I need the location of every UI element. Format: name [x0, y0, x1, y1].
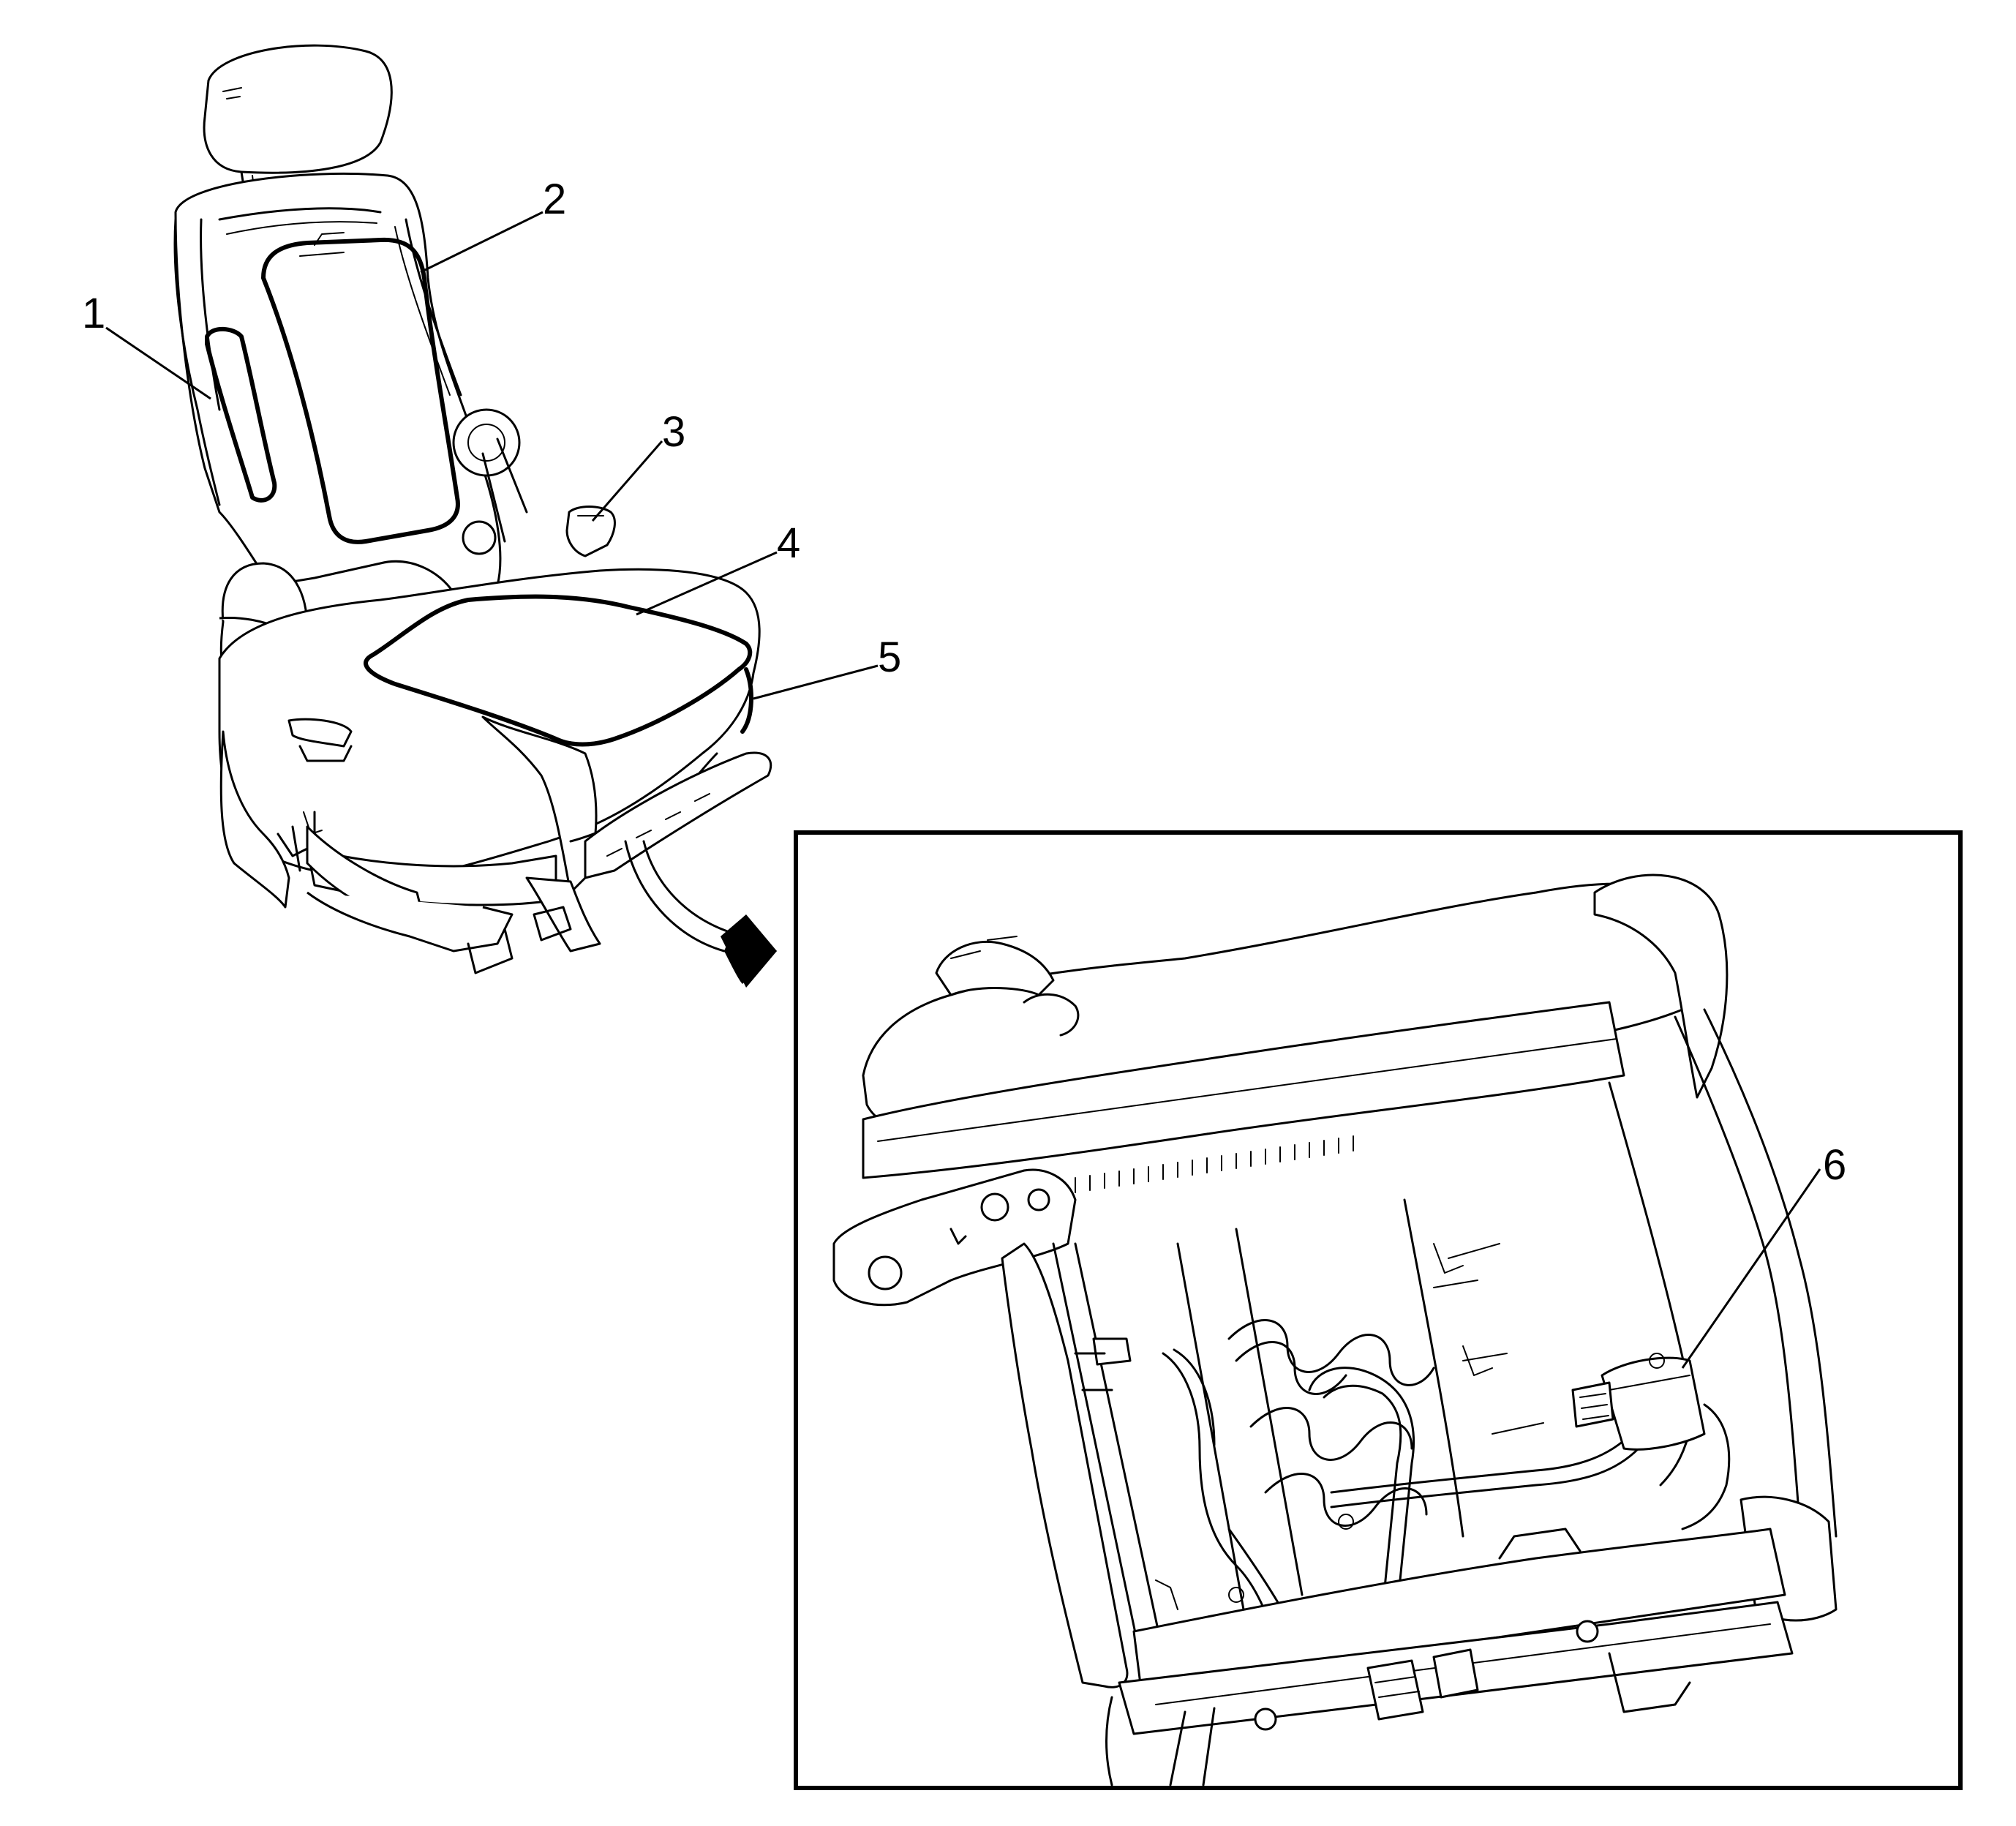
seat-back	[173, 172, 528, 594]
recline-lever	[565, 506, 616, 557]
seat-assembly	[173, 44, 772, 974]
callout-3: 3	[591, 408, 685, 522]
callout-5: 5	[753, 634, 901, 700]
svg-text:4: 4	[777, 519, 800, 567]
seat-cushion	[218, 562, 761, 923]
svg-text:5: 5	[878, 634, 901, 681]
callout-2: 2	[420, 176, 566, 274]
callout-4: 4	[636, 519, 800, 616]
callout-6: 6	[1681, 1141, 1846, 1369]
seat-heating-control-module	[1571, 1353, 1731, 1530]
svg-text:6: 6	[1823, 1141, 1846, 1189]
seat-back-heater-pad	[261, 237, 460, 544]
callout-1: 1	[82, 290, 211, 400]
svg-text:2: 2	[543, 176, 566, 223]
curved-arrow-icon	[624, 840, 777, 988]
svg-text:3: 3	[662, 408, 685, 456]
seat-cushion-trim	[740, 667, 753, 734]
svg-text:1: 1	[82, 290, 105, 337]
seat-underside-detail	[832, 873, 1838, 1786]
side-airbag-module	[205, 326, 277, 503]
seat-adjuster-track	[306, 751, 772, 974]
